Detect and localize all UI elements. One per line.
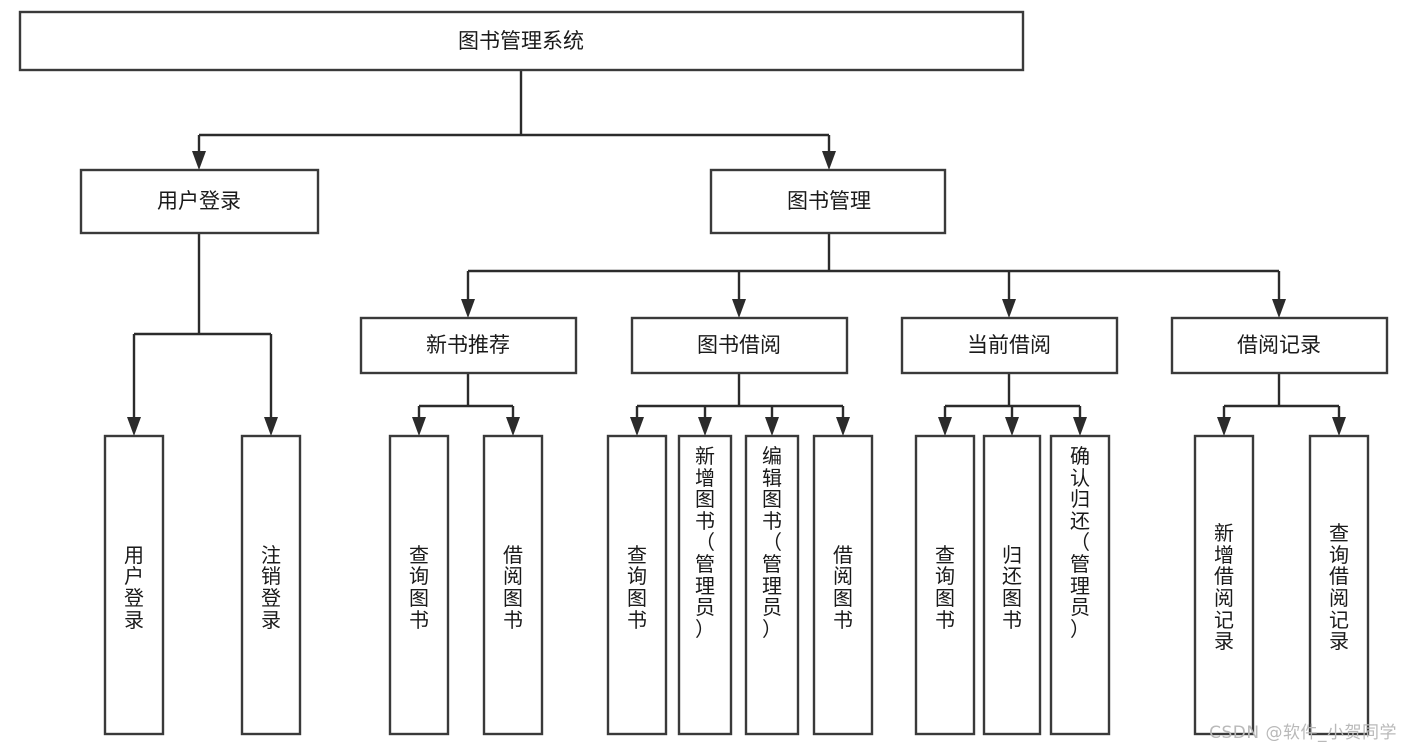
connector-group-user-login [127,233,278,436]
node-new-book-recommend-label: 新书推荐 [426,333,510,357]
leaf-box-borrow-books-b[interactable] [812,434,874,736]
leaf-box-query-books-b[interactable] [606,434,668,736]
node-book-management-box[interactable] [709,168,947,235]
node-book-borrow-box[interactable] [630,316,849,375]
node-user-login-label: 用户登录 [157,189,241,213]
node-borrow-records-label: 借阅记录 [1237,333,1321,357]
leaf-box-query-books-a[interactable] [388,434,450,736]
leaf-box-borrow-books-a[interactable] [482,434,544,736]
arrow-head-icon [1217,417,1231,436]
leaf-box-add-record[interactable] [1193,434,1255,736]
csdn-watermark: CSDN @软件_小贺同学 [1209,723,1397,743]
node-book-management-label: 图书管理 [787,189,871,213]
connector-group-current-borrow [938,373,1087,436]
connector-group-records [1217,373,1346,436]
node-current-borrow-box[interactable] [900,316,1119,375]
arrow-head-icon [836,417,850,436]
arrow-head-icon [1002,299,1016,318]
node-book-borrow-label: 图书借阅 [697,333,781,357]
leaf-box-logout[interactable] [240,434,302,736]
leaf-box-edit-book[interactable] [744,434,800,736]
leaf-box-confirm-return[interactable] [1049,434,1111,736]
arrow-head-icon [412,417,426,436]
arrow-head-icon [1272,299,1286,318]
arrow-head-icon [461,299,475,318]
node-new-book-recommend-box[interactable] [359,316,578,375]
node-root-label: 图书管理系统 [458,29,584,53]
node-user-login[interactable]: 用户登录 [79,168,320,235]
leaf-box-query-books-c[interactable] [914,434,976,736]
connector-group-book-management [461,233,1286,318]
node-user-login-box[interactable] [79,168,320,235]
arrow-head-icon [1332,417,1346,436]
node-current-borrow-label: 当前借阅 [967,333,1051,357]
arrow-head-icon [1073,417,1087,436]
leaf-box-return-books[interactable] [982,434,1042,736]
node-new-book-recommend[interactable]: 新书推荐 [359,316,578,375]
connector-group-new-books [412,373,520,436]
leaf-box-query-record[interactable] [1308,434,1370,736]
node-book-management[interactable]: 图书管理 [709,168,947,235]
node-borrow-records[interactable]: 借阅记录 [1170,316,1389,375]
arrow-head-icon [938,417,952,436]
arrow-head-icon [765,417,779,436]
arrow-head-icon [732,299,746,318]
arrow-head-icon [630,417,644,436]
node-current-borrow[interactable]: 当前借阅 [900,316,1119,375]
node-root-box[interactable] [18,10,1025,72]
arrow-head-icon [506,417,520,436]
leaf-box-add-book[interactable] [677,434,733,736]
node-book-borrow[interactable]: 图书借阅 [630,316,849,375]
arrow-head-icon [192,151,206,170]
arrow-head-icon [822,151,836,170]
connector-group-borrow [630,373,850,436]
connector-group-root [192,70,836,170]
node-borrow-records-box[interactable] [1170,316,1389,375]
arrow-head-icon [1005,417,1019,436]
arrow-head-icon [264,417,278,436]
leaf-box-user-login[interactable] [103,434,165,736]
node-root[interactable]: 图书管理系统 [18,10,1025,72]
arrow-head-icon [127,417,141,436]
arrow-head-icon [698,417,712,436]
